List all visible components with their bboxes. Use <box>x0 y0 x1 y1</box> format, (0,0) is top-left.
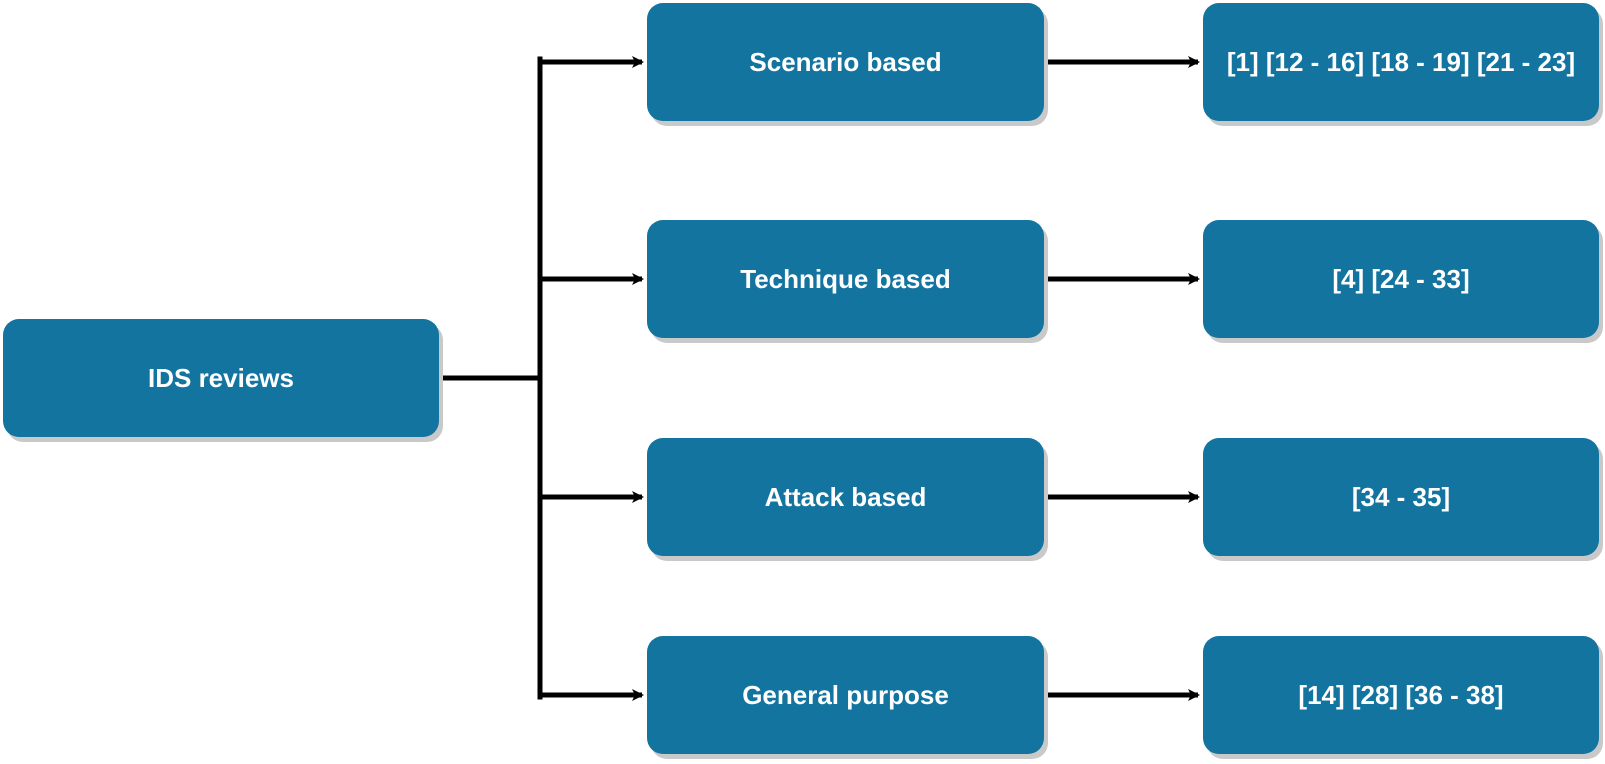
category-node-technique-based: Technique based <box>647 220 1044 338</box>
category-label: Scenario based <box>749 46 942 77</box>
references-label: [14] [28] [36 - 38] <box>1298 679 1504 710</box>
category-label: Attack based <box>764 481 927 512</box>
category-label: General purpose <box>742 679 949 710</box>
category-label: Technique based <box>740 263 951 294</box>
references-node-attack-based: [34 - 35] <box>1203 438 1599 556</box>
category-node-attack-based: Attack based <box>647 438 1044 556</box>
category-node-general-purpose: General purpose <box>647 636 1044 754</box>
root-node-ids-reviews: IDS reviews <box>3 319 439 437</box>
references-node-scenario-based: [1] [12 - 16] [18 - 19] [21 - 23] <box>1203 3 1599 121</box>
references-label: [1] [12 - 16] [18 - 19] [21 - 23] <box>1226 46 1576 77</box>
references-label: [4] [24 - 33] <box>1332 263 1470 294</box>
references-node-technique-based: [4] [24 - 33] <box>1203 220 1599 338</box>
references-node-general-purpose: [14] [28] [36 - 38] <box>1203 636 1599 754</box>
root-node-label: IDS reviews <box>148 362 294 393</box>
references-label: [34 - 35] <box>1351 481 1451 512</box>
category-node-scenario-based: Scenario based <box>647 3 1044 121</box>
